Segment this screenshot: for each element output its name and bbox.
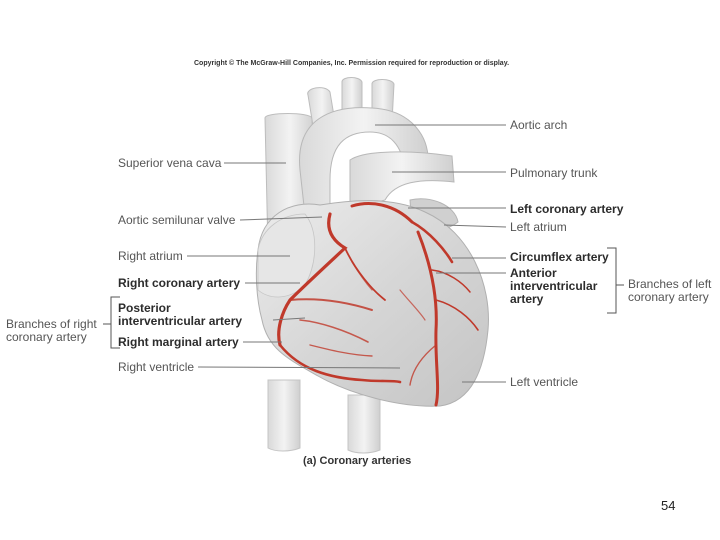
label-right-marginal-artery: Right marginal artery xyxy=(118,335,239,349)
label-right-ventricle: Right ventricle xyxy=(118,360,195,374)
label-anterior-interventricular-artery: Anterior interventricular artery xyxy=(510,267,597,306)
label-left-coronary-artery: Left coronary artery xyxy=(510,202,624,216)
label-line: artery xyxy=(510,292,544,306)
artery-branch xyxy=(351,261,373,291)
artery-branch xyxy=(399,289,426,321)
circumflex-artery-path xyxy=(410,220,454,264)
right-coronary-branches-bracket xyxy=(110,296,120,349)
coronary-arteries xyxy=(277,202,479,407)
artery-branch xyxy=(309,344,373,357)
figure-caption: (a) Coronary arteries xyxy=(303,455,412,467)
label-branches-of-right-coronary-artery: Branches of right coronary artery xyxy=(6,318,97,344)
label-aortic-semilunar-valve: Aortic semilunar valve xyxy=(118,213,236,227)
pulmonary-trunk-shape xyxy=(349,151,455,211)
descending-aorta-shape xyxy=(347,394,381,454)
brackets xyxy=(103,247,624,349)
label-line: Posterior xyxy=(118,301,171,315)
label-line: Branches of left xyxy=(628,277,712,291)
label-branches-of-left-coronary-artery: Branches of left coronary artery xyxy=(628,278,711,304)
label-superior-vena-cava: Superior vena cava xyxy=(118,156,222,170)
artery-branch xyxy=(409,344,437,386)
label-line: coronary artery xyxy=(628,290,709,304)
copyright-notice: Copyright © The McGraw-Hill Companies, I… xyxy=(194,60,510,67)
page-number: 54 xyxy=(661,498,676,513)
left-coronary-branches-bracket xyxy=(607,247,617,314)
leader-right-ventricle xyxy=(197,366,401,369)
posterior-interventricular-artery-path xyxy=(289,298,373,311)
label-line: interventricular xyxy=(510,279,598,293)
label-left-ventricle: Left ventricle xyxy=(510,375,579,389)
label-line: Branches of right xyxy=(6,317,97,331)
label-line: Anterior xyxy=(510,266,557,280)
leader-posterior-interventricular xyxy=(272,317,306,321)
label-aortic-arch: Aortic arch xyxy=(510,118,568,132)
inferior-vena-cava-shape xyxy=(267,379,301,452)
label-pulmonary-trunk: Pulmonary trunk xyxy=(510,166,598,180)
artery-branch xyxy=(431,269,471,293)
label-circumflex-artery: Circumflex artery xyxy=(510,250,609,264)
anterior-interventricular-artery-path xyxy=(416,230,440,407)
leader-left-atrium xyxy=(443,224,507,228)
label-right-atrium: Right atrium xyxy=(118,249,183,263)
leader-lines xyxy=(187,124,507,383)
right-atrium-shape xyxy=(257,213,316,298)
label-line: interventricular artery xyxy=(118,314,243,328)
label-right-coronary-artery: Right coronary artery xyxy=(118,276,241,290)
label-line: coronary artery xyxy=(6,330,87,344)
artery-branch xyxy=(435,299,479,331)
left-coronary-artery-path xyxy=(350,202,414,224)
label-posterior-interventricular-artery: Posterior interventricular artery xyxy=(118,302,242,328)
leader-aortic-semilunar-valve xyxy=(239,216,323,221)
artery-branch xyxy=(299,319,369,343)
artery-branch xyxy=(344,247,386,301)
label-left-atrium: Left atrium xyxy=(510,220,567,234)
right-coronary-artery-path xyxy=(277,212,348,347)
right-marginal-artery-path xyxy=(278,343,402,384)
